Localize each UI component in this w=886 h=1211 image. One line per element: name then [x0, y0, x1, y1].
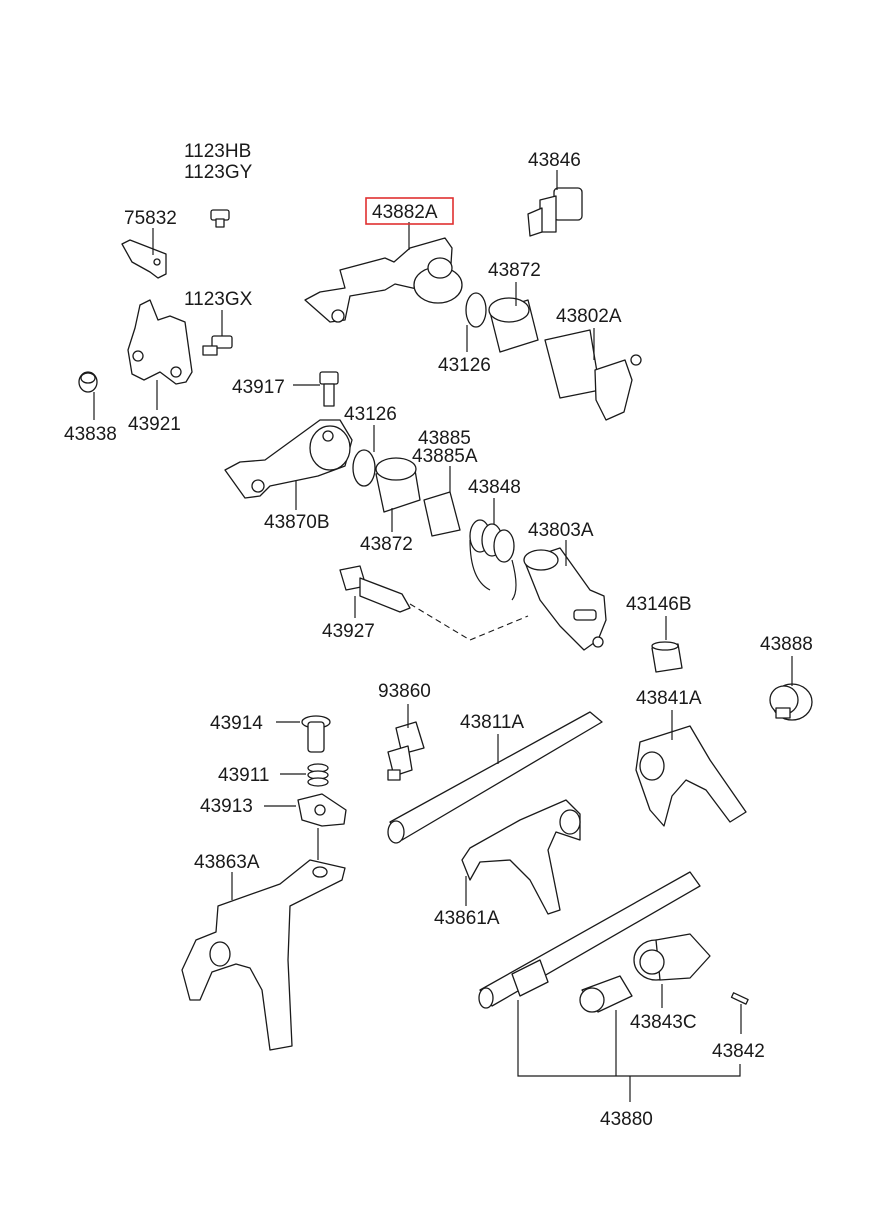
- clip-43921[interactable]: [127, 299, 193, 385]
- label-43921[interactable]: 43921: [128, 414, 181, 435]
- bolt-43917[interactable]: [319, 371, 339, 407]
- rod-43811a[interactable]: [387, 711, 603, 844]
- plug-43888[interactable]: [769, 683, 813, 721]
- spring-43848[interactable]: [469, 519, 517, 601]
- label-43927[interactable]: 43927: [322, 621, 375, 642]
- label-1123hb[interactable]: 1123HB: [184, 141, 251, 162]
- shaft-43880[interactable]: [478, 871, 701, 1009]
- bushing-43872-upper[interactable]: [488, 297, 539, 353]
- bolt-43927[interactable]: [339, 565, 411, 613]
- label-43863a[interactable]: 43863A: [194, 852, 260, 873]
- sleeve-43843c[interactable]: [633, 933, 711, 981]
- label-43882a[interactable]: 43882A: [372, 202, 438, 223]
- label-43917[interactable]: 43917: [232, 377, 285, 398]
- label-43913[interactable]: 43913: [200, 796, 253, 817]
- shift-lever-43882a[interactable]: [304, 237, 463, 323]
- bolt-1123hb[interactable]: [210, 209, 230, 228]
- bushing-43872-lower[interactable]: [375, 457, 421, 513]
- label-75832[interactable]: 75832: [124, 208, 177, 229]
- label-43846[interactable]: 43846: [528, 150, 581, 171]
- shift-lever-43803a[interactable]: [523, 547, 607, 651]
- plug-43838[interactable]: [78, 371, 98, 393]
- label-43870b[interactable]: 43870B: [264, 512, 330, 533]
- label-43861a[interactable]: 43861A: [434, 908, 500, 929]
- spring-43911[interactable]: [307, 763, 329, 787]
- label-43872-upper[interactable]: 43872: [488, 260, 541, 281]
- label-43803a[interactable]: 43803A: [528, 520, 594, 541]
- fork-43841a[interactable]: [635, 725, 747, 827]
- highlight-box-43882a: [365, 197, 454, 225]
- pin-43914[interactable]: [301, 715, 331, 753]
- label-43126-upper[interactable]: 43126: [438, 355, 491, 376]
- fork-43863a[interactable]: [181, 859, 346, 1051]
- plate-43913[interactable]: [297, 793, 347, 827]
- label-43146b[interactable]: 43146B: [626, 594, 692, 615]
- pin-43842[interactable]: [730, 992, 749, 1005]
- label-43914[interactable]: 43914: [210, 713, 263, 734]
- shaft-43802a[interactable]: [544, 329, 642, 421]
- detent-plug-43846[interactable]: [527, 187, 583, 237]
- fork-43861a[interactable]: [461, 799, 581, 915]
- bolt-1123gx[interactable]: [202, 335, 233, 356]
- shift-lever-43870b[interactable]: [224, 419, 353, 499]
- label-93860[interactable]: 93860: [378, 681, 431, 702]
- bushing-43146b[interactable]: [651, 641, 683, 673]
- label-43811a[interactable]: 43811A: [460, 712, 524, 733]
- label-43848[interactable]: 43848: [468, 477, 521, 498]
- label-43885a[interactable]: 43885A: [412, 446, 478, 467]
- label-43841a[interactable]: 43841A: [636, 688, 702, 709]
- snap-ring-43126-upper[interactable]: [465, 292, 487, 328]
- snap-ring-43126-lower[interactable]: [352, 449, 376, 487]
- bushing-43880[interactable]: [579, 975, 633, 1013]
- label-43842[interactable]: 43842: [712, 1041, 765, 1062]
- bracket-75832[interactable]: [121, 239, 167, 279]
- label-1123gy[interactable]: 1123GY: [184, 162, 253, 183]
- bushing-43885[interactable]: [423, 491, 461, 537]
- label-43802a[interactable]: 43802A: [556, 306, 622, 327]
- label-43885[interactable]: 43885: [418, 428, 471, 449]
- label-43872-lower[interactable]: 43872: [360, 534, 413, 555]
- label-43888[interactable]: 43888: [760, 634, 813, 655]
- label-43126-lower[interactable]: 43126: [344, 404, 397, 425]
- label-43911[interactable]: 43911: [218, 765, 269, 786]
- label-43843c[interactable]: 43843C: [630, 1012, 697, 1033]
- label-1123gx[interactable]: 1123GX: [184, 289, 253, 310]
- switch-93860[interactable]: [387, 721, 425, 781]
- label-43880[interactable]: 43880: [600, 1109, 653, 1130]
- label-43838[interactable]: 43838: [64, 424, 117, 445]
